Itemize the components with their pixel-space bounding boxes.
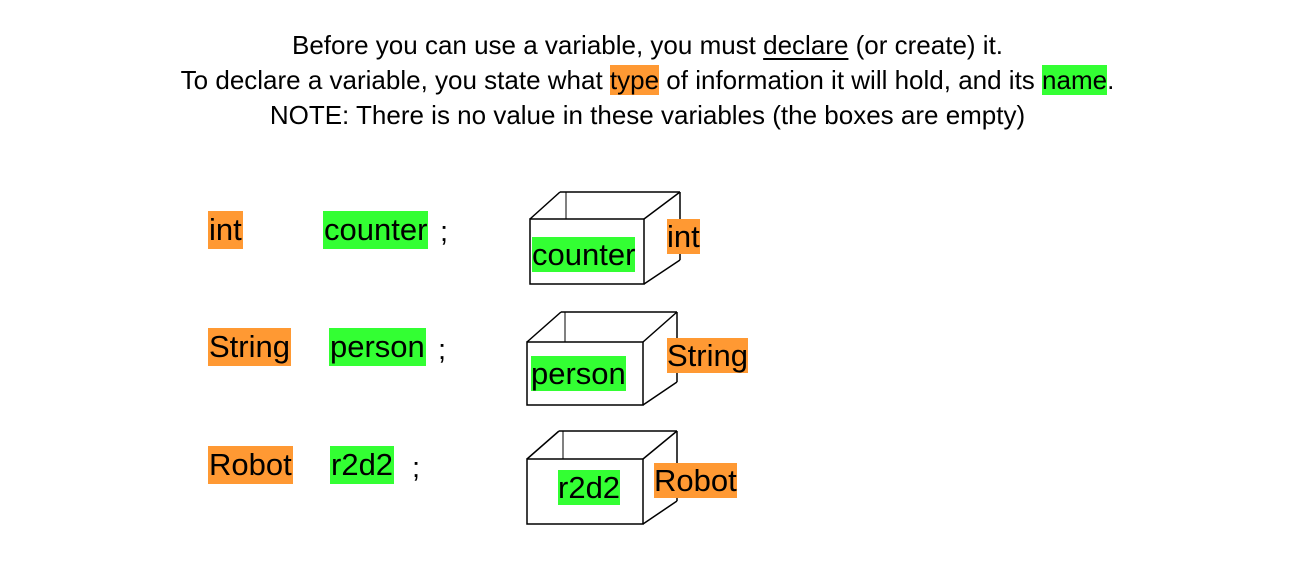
name-term: name xyxy=(1042,65,1108,95)
intro-text: Before you can use a variable, you must … xyxy=(0,28,1295,133)
declaration-1-semicolon: ; xyxy=(440,216,449,248)
box-1-name-label: counter xyxy=(532,237,636,272)
declaration-2-name: person xyxy=(329,328,426,366)
intro-line-1: Before you can use a variable, you must … xyxy=(0,28,1295,63)
declaration-2-type: String xyxy=(208,328,291,366)
box-1-type-label: int xyxy=(667,219,700,254)
box-3-name-label: r2d2 xyxy=(558,470,621,505)
declaration-1-type: int xyxy=(208,211,243,249)
intro-line-2: To declare a variable, you state what ty… xyxy=(0,63,1295,98)
declaration-2-semicolon: ; xyxy=(438,334,447,366)
intro-line-2-start: To declare a variable, you state what xyxy=(180,65,610,95)
intro-line-3: NOTE: There is no value in these variabl… xyxy=(269,100,1026,130)
declaration-3-semicolon: ; xyxy=(412,452,421,484)
declare-term: declare xyxy=(763,30,849,60)
intro-line-2-middle: of information it will hold, and its xyxy=(659,65,1043,95)
declaration-1-name: counter xyxy=(323,211,429,249)
box-3-type-label: Robot xyxy=(654,463,737,498)
box-2-type-label: String xyxy=(667,338,748,373)
intro-line-1-start: Before you can use a variable, you must xyxy=(291,30,764,60)
intro-line-2-end: . xyxy=(1107,65,1115,95)
intro-line-1-end: (or create) it. xyxy=(848,30,1004,60)
box-2-name-label: person xyxy=(531,356,626,391)
variable-box-1 xyxy=(529,191,681,285)
declaration-3-name: r2d2 xyxy=(330,446,395,484)
declaration-3-type: Robot xyxy=(208,446,293,484)
type-term: type xyxy=(609,65,660,95)
